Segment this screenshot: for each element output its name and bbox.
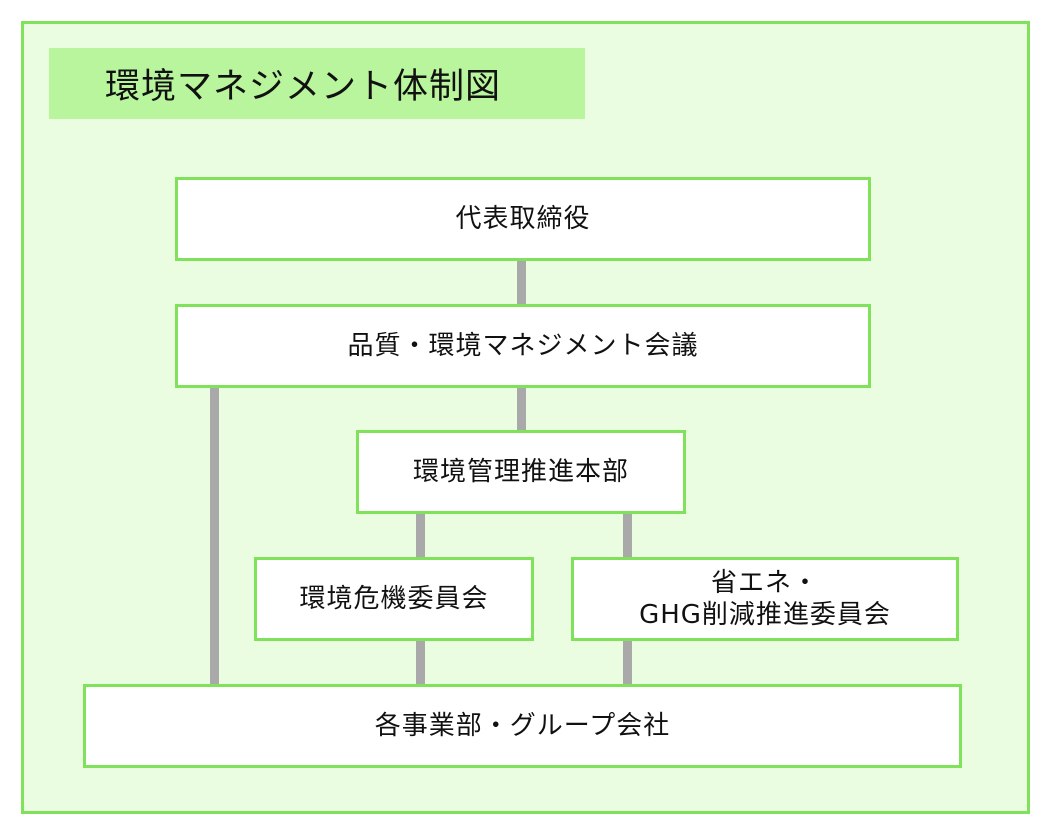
node-representative-director: 代表取締役	[175, 177, 871, 261]
connector-energy-committee-to-business-units	[623, 639, 632, 686]
diagram-title: 環境マネジメント体制図	[49, 48, 585, 119]
connector-hq-to-energy-committee	[623, 512, 632, 559]
node-business-units-label: 各事業部・グループ会社	[374, 710, 671, 741]
node-quality-env-meeting-label: 品質・環境マネジメント会議	[347, 330, 699, 361]
node-representative-director-label: 代表取締役	[455, 203, 591, 234]
connector-crisis-committee-to-business-units	[416, 639, 425, 686]
node-env-management-hq: 環境管理推進本部	[356, 430, 686, 514]
connector-hq-to-crisis-committee	[416, 512, 425, 559]
node-env-management-hq-label: 環境管理推進本部	[412, 456, 629, 487]
node-business-units: 各事業部・グループ会社	[83, 684, 962, 768]
node-energy-saving-committee: 省エネ・ GHG削減推進委員会	[571, 557, 959, 641]
connector-director-to-meeting	[517, 259, 526, 306]
node-energy-saving-committee-label-line1: 省エネ・	[710, 567, 819, 598]
node-quality-env-meeting: 品質・環境マネジメント会議	[175, 304, 871, 388]
connector-meeting-to-hq	[517, 386, 526, 432]
node-env-crisis-committee: 環境危機委員会	[254, 557, 534, 641]
node-env-crisis-committee-label: 環境危機委員会	[299, 583, 489, 614]
node-energy-saving-committee-label-line2: GHG削減推進委員会	[639, 600, 891, 630]
connector-meeting-to-business-units	[210, 386, 219, 686]
